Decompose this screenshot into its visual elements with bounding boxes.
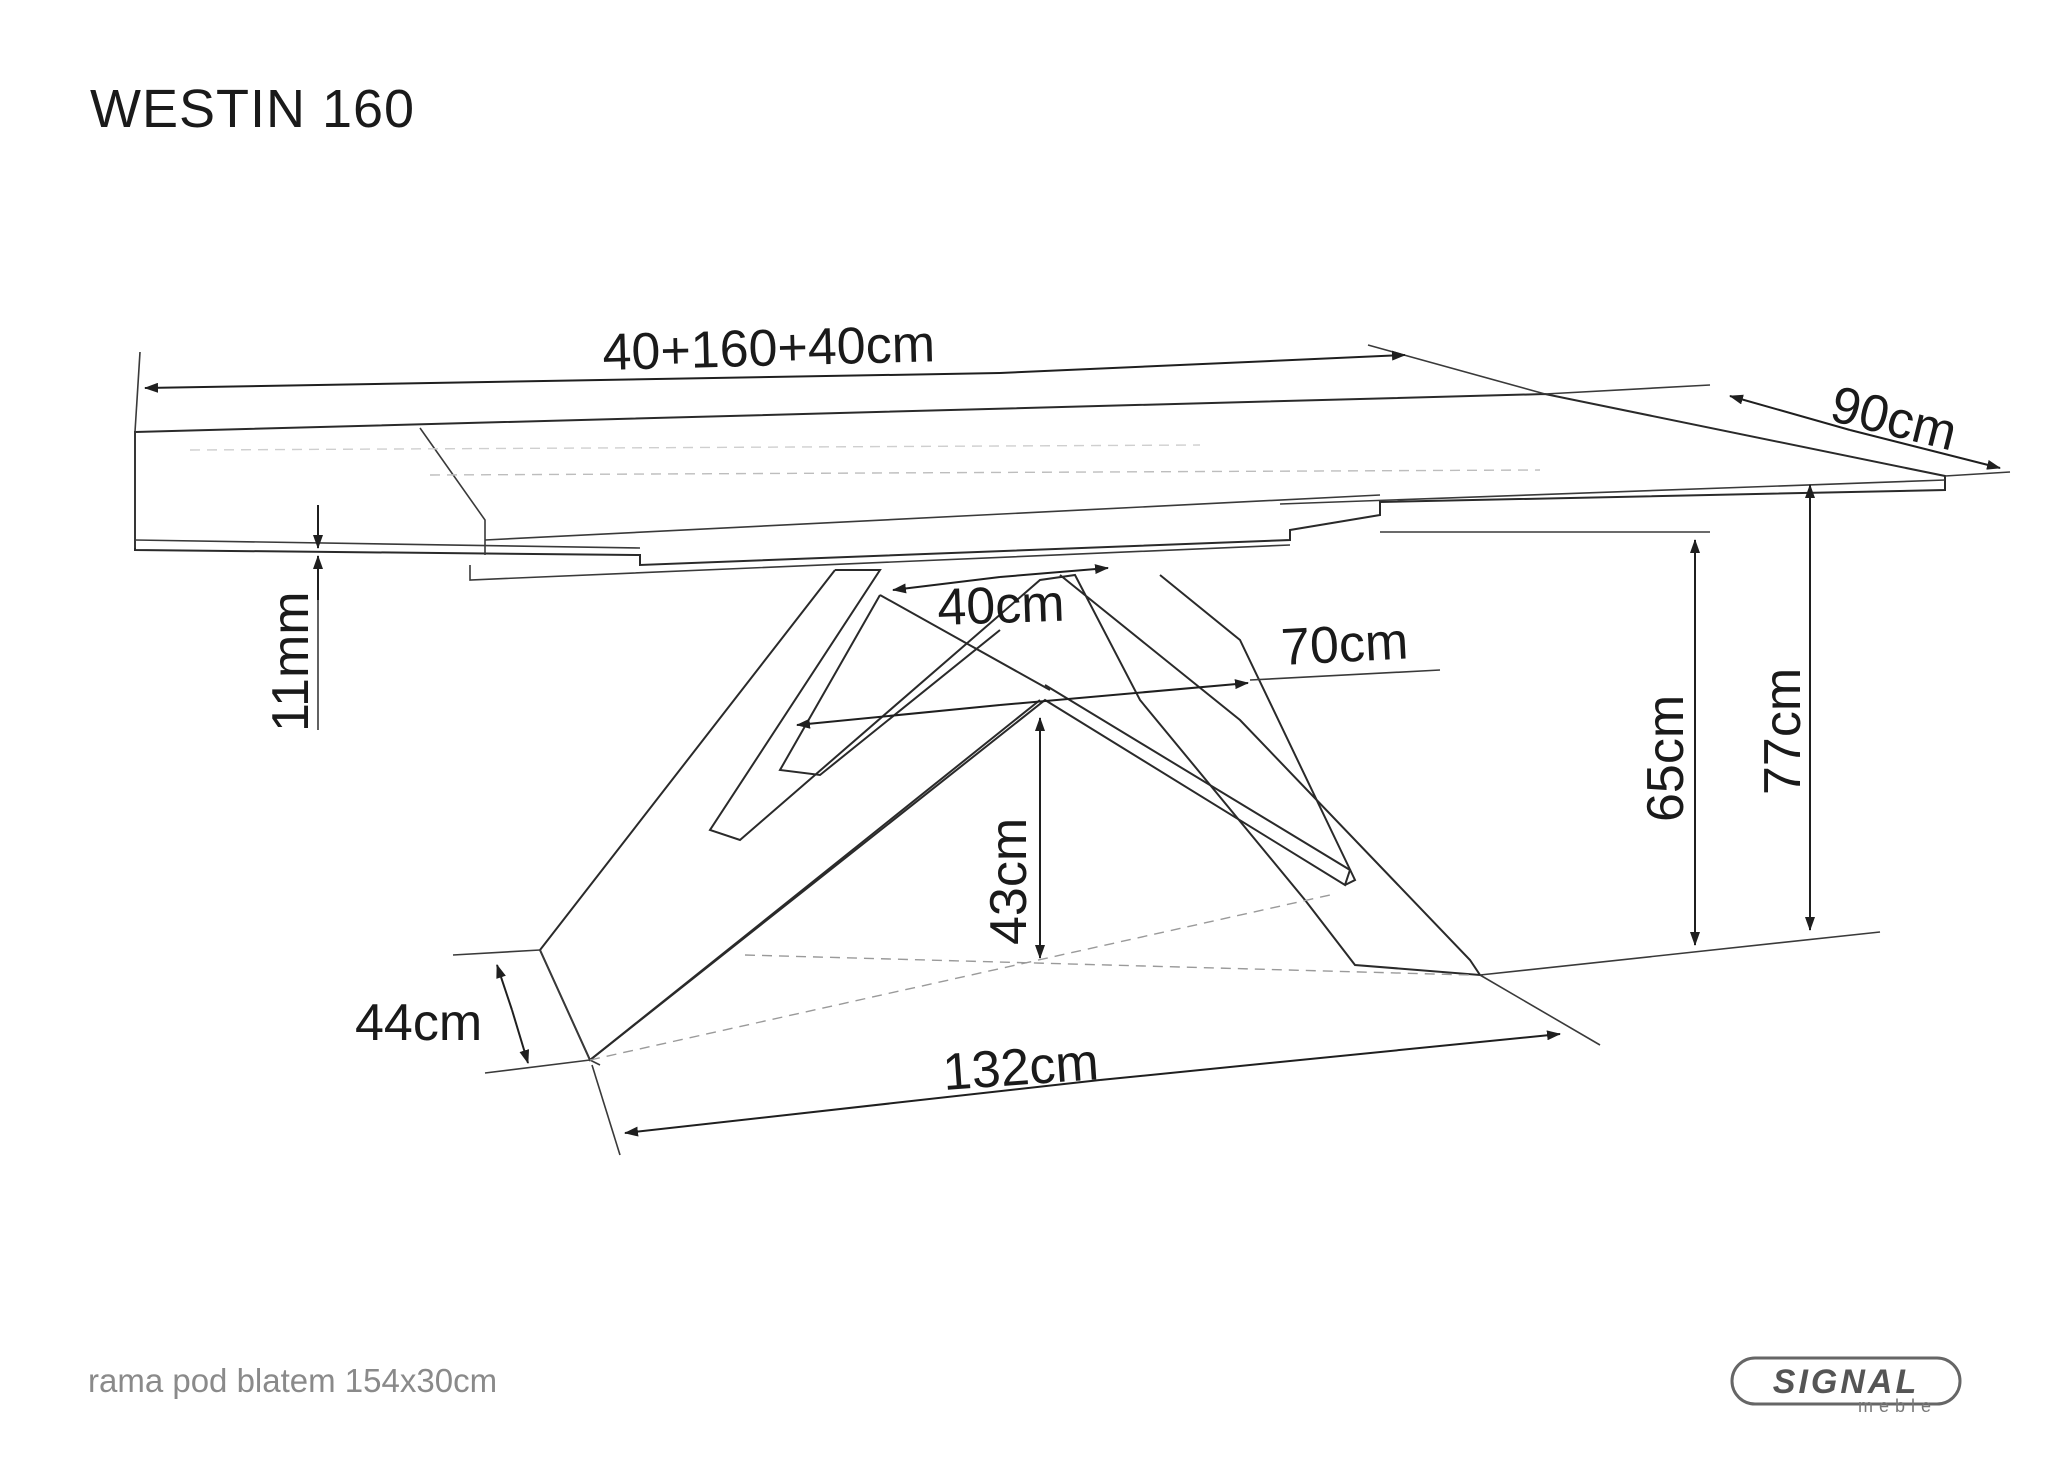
page-title: WESTIN 160 (90, 79, 416, 139)
foot-depth-label: 44cm (355, 994, 482, 1052)
total-height-label: 77cm (1754, 668, 1812, 795)
width-label: 90cm (1825, 375, 1962, 462)
brand-name: SIGNAL (1773, 1363, 1919, 1401)
frame-note: rama pod blatem 154x30cm (88, 1362, 498, 1399)
cross-span-label: 40cm (936, 575, 1065, 637)
leg-depth-label: 70cm (1280, 612, 1410, 677)
length-label: 40+160+40cm (602, 315, 936, 382)
signal-logo: SIGNAL meble (1730, 1356, 1962, 1416)
cross-height-label: 43cm (980, 818, 1038, 945)
dimension-lines (134, 344, 2011, 1156)
brand-sub: meble (1858, 1396, 1937, 1416)
leg-span-label: 132cm (941, 1033, 1101, 1102)
thickness-label: 11mm (262, 591, 320, 732)
clearance-label: 65cm (1637, 695, 1695, 822)
table-top (134, 392, 1946, 581)
